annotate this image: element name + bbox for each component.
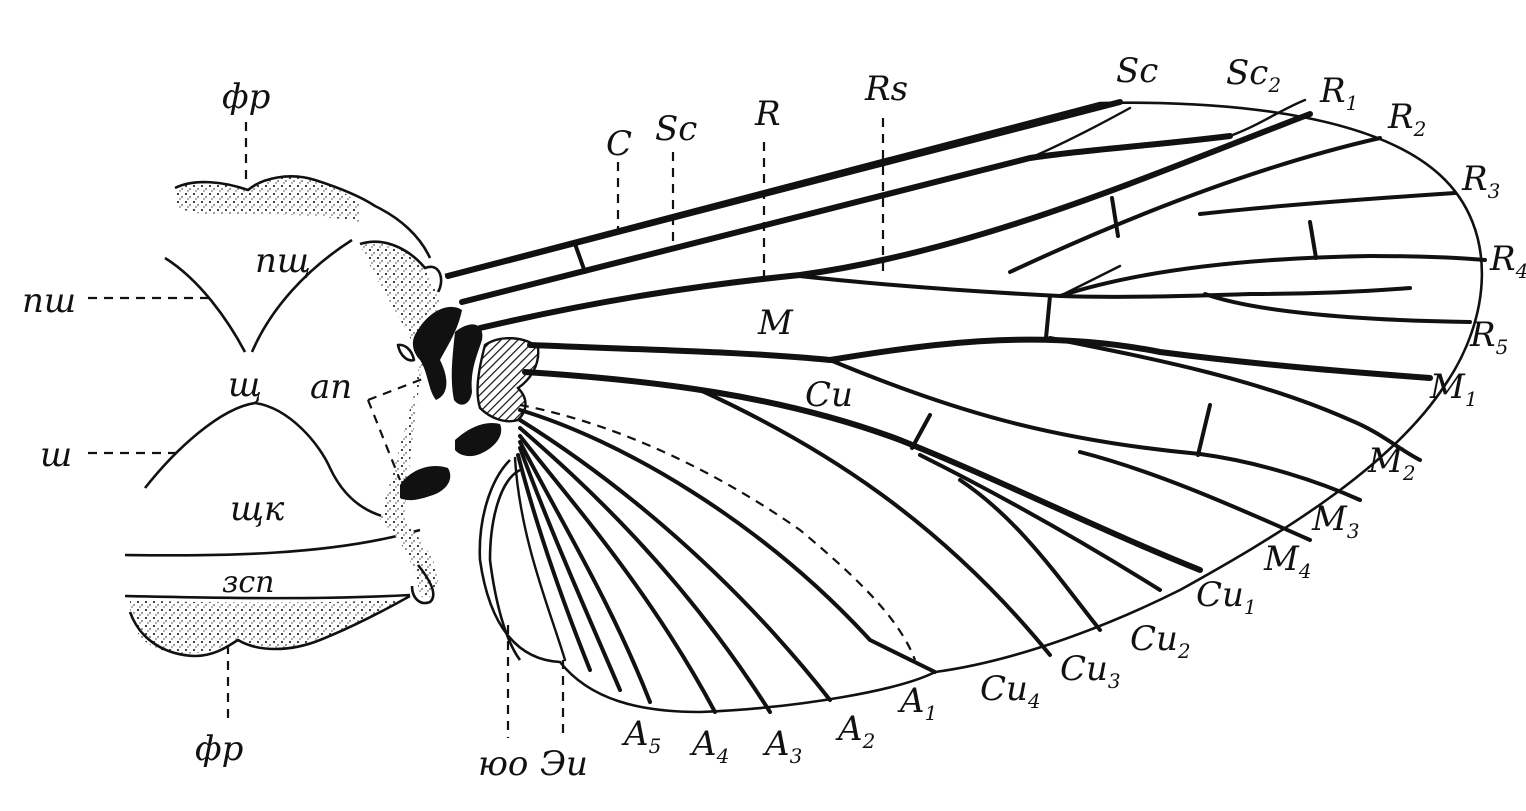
label-Sc-tip: Sc: [1116, 51, 1158, 91]
label-ap: ап: [310, 367, 352, 407]
label-Cu2: Cu2: [1130, 619, 1191, 663]
label-A5: A5: [621, 714, 661, 758]
label-Rs: Rs: [864, 69, 908, 109]
axillary-sclerite-2: [451, 324, 483, 405]
label-Sc2: Sc2: [1226, 53, 1281, 97]
axillary-sclerites: [396, 306, 540, 501]
scutellum-outline: [143, 401, 406, 522]
label-sh: ш: [40, 435, 72, 475]
label-shch: щ: [228, 365, 262, 405]
phragma-top: [175, 176, 360, 222]
label-R4: R4: [1489, 239, 1526, 283]
vein-costa: [445, 99, 1123, 279]
vein-subcosta: [459, 133, 1233, 305]
vein-media: [527, 336, 1433, 381]
label-C: C: [606, 124, 632, 164]
label-R5: R5: [1469, 315, 1508, 359]
humeral-lobe: [396, 343, 416, 362]
label-ei: Эи: [540, 744, 588, 784]
label-A2: A2: [835, 709, 875, 753]
crossvein-humeral: [573, 242, 587, 274]
axillary-sclerite-3: [400, 465, 451, 501]
vein-anal-5: [518, 440, 652, 704]
axillary-sclerite-4: [455, 422, 502, 457]
label-M2: M2: [1367, 441, 1416, 485]
label-psh: пш: [22, 281, 76, 321]
label-pshch: пщ: [255, 241, 311, 281]
vein-anal-3: [518, 426, 772, 714]
prescutum-suture-left: [164, 256, 247, 353]
label-Cu1: Cu1: [1196, 575, 1257, 619]
label-Cu: Cu: [805, 375, 853, 415]
axillary-region: [360, 241, 440, 598]
postnotum-band: [124, 528, 421, 557]
label-M1: M1: [1429, 367, 1478, 411]
label-Cu3: Cu3: [1060, 649, 1121, 693]
label-R3: R3: [1461, 159, 1500, 203]
leader-lines: [88, 118, 885, 738]
prescutum-suture-right: [250, 238, 353, 353]
phragma-bottom: [130, 600, 400, 654]
label-R1: R1: [1319, 71, 1358, 115]
label-yuo: юо: [478, 744, 528, 784]
fold-line: [519, 403, 917, 661]
vein-radial-sector: [788, 273, 1412, 299]
label-A1: A1: [897, 681, 937, 725]
label-A3: A3: [762, 724, 802, 768]
label-M3: M3: [1311, 499, 1360, 543]
label-shchk: щк: [230, 489, 285, 529]
label-A4: A4: [689, 724, 729, 768]
label-Cu4: Cu4: [980, 669, 1041, 713]
wing-outline: [444, 101, 1484, 714]
label-fr-bottom: фр: [195, 729, 243, 769]
vein-anal-1: [518, 408, 937, 674]
labels: фр пщ пш щ ап ш щк зсп фр юо Эи C Sc R R…: [22, 51, 1526, 784]
median-plate-hatched: [476, 337, 540, 423]
label-Sc: Sc: [655, 109, 697, 149]
vein-cubitus: [522, 369, 1203, 573]
vein-radius: [477, 111, 1313, 331]
label-M: M: [757, 303, 794, 343]
label-zsp: зсп: [222, 565, 275, 600]
label-fr-top: фр: [222, 77, 270, 117]
vein-anal-4: [518, 434, 717, 714]
wing: [444, 98, 1487, 714]
label-R: R: [754, 94, 781, 134]
label-R2: R2: [1387, 97, 1426, 141]
vein-anal-2: [518, 418, 832, 702]
axillary-sclerite-1: [412, 306, 462, 400]
label-M4: M4: [1263, 539, 1312, 583]
